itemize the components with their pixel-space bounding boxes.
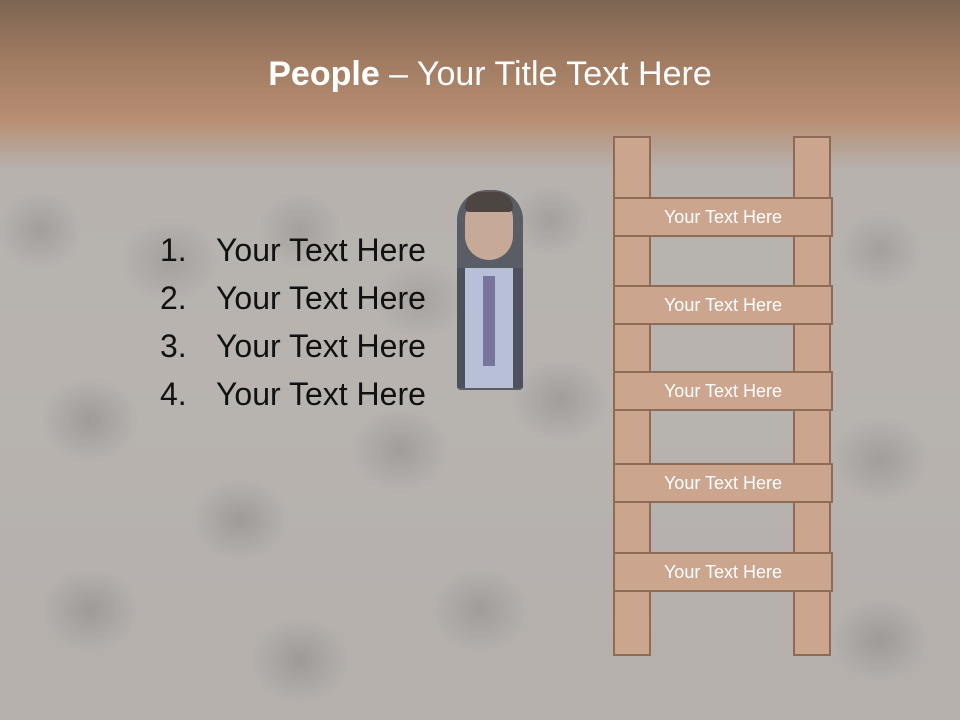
- list-item: 4. Your Text Here: [160, 376, 426, 424]
- slide-title[interactable]: People – Your Title Text Here: [0, 54, 960, 94]
- featured-person-photo: [457, 190, 523, 390]
- list-text: Your Text Here: [216, 328, 426, 364]
- list-item: 3. Your Text Here: [160, 328, 426, 376]
- title-bold: People: [268, 55, 380, 93]
- title-rest: – Your Title Text Here: [379, 55, 712, 93]
- list-text: Your Text Here: [216, 280, 426, 316]
- ladder-rung-3[interactable]: Your Text Here: [613, 371, 833, 411]
- ladder-rung-2[interactable]: Your Text Here: [613, 285, 833, 325]
- hair: [465, 192, 513, 212]
- ladder-rung-5[interactable]: Your Text Here: [613, 552, 833, 592]
- ladder-rung-4[interactable]: Your Text Here: [613, 463, 833, 503]
- list-number: 4.: [160, 376, 187, 412]
- ladder-rung-1[interactable]: Your Text Here: [613, 197, 833, 237]
- list-number: 1.: [160, 232, 187, 268]
- numbered-list[interactable]: 1. Your Text Here 2. Your Text Here 3. Y…: [160, 232, 426, 424]
- list-number: 3.: [160, 328, 187, 364]
- list-text: Your Text Here: [216, 376, 426, 412]
- list-number: 2.: [160, 280, 187, 316]
- list-text: Your Text Here: [216, 232, 426, 268]
- list-item: 1. Your Text Here: [160, 232, 426, 280]
- list-item: 2. Your Text Here: [160, 280, 426, 328]
- tie: [483, 276, 495, 366]
